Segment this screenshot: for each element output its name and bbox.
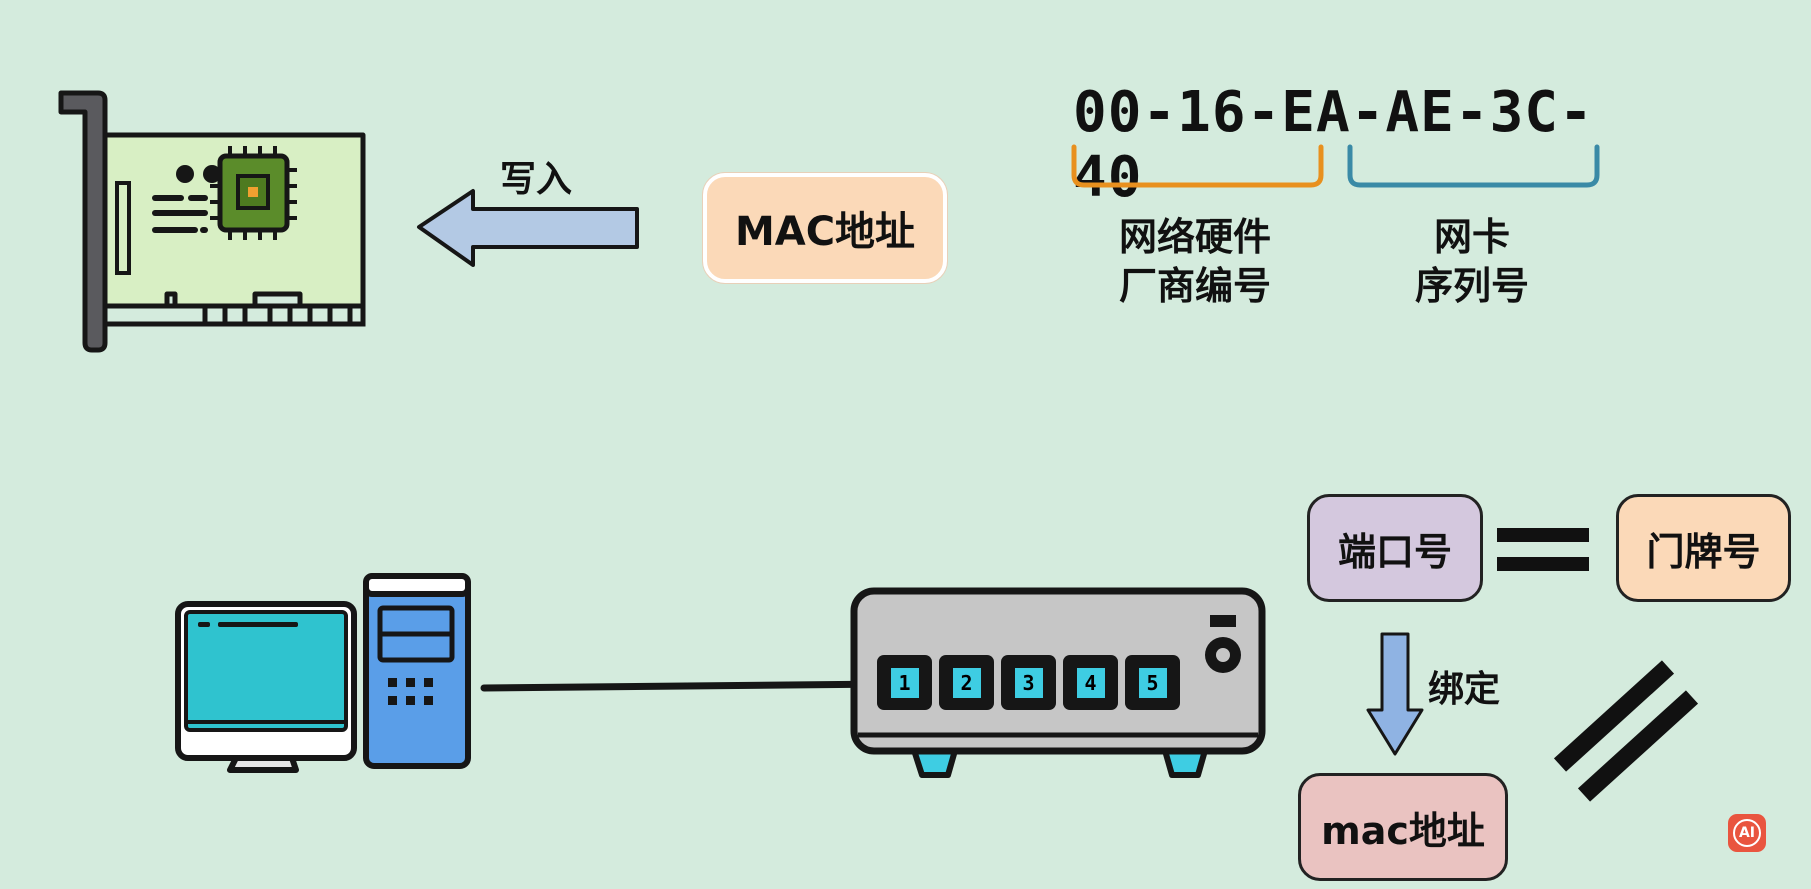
switch-port: 3: [1001, 655, 1056, 710]
switch-port: 2: [939, 655, 994, 710]
port-number-box: 端口号: [1307, 494, 1483, 602]
serial-label-line-2: 序列号: [1414, 264, 1529, 309]
network-switch-icon: [850, 587, 1266, 778]
mac-address-box-label: MAC地址: [734, 209, 916, 255]
network-cable: [480, 680, 899, 692]
mac-address-box: MAC地址: [703, 173, 947, 283]
switch-port: 1: [877, 655, 932, 710]
switch-port: 4: [1063, 655, 1118, 710]
switch-port-row: 1 2 3 4 5: [877, 655, 1180, 710]
switch-port: 5: [1125, 655, 1180, 710]
port-number-box-label: 端口号: [1337, 529, 1452, 574]
house-number-box: 门牌号: [1616, 494, 1791, 602]
equals-bar-top: [1497, 528, 1589, 542]
equals-bar-bottom: [1497, 557, 1589, 571]
switch-port-label: 2: [949, 664, 984, 701]
serial-label-line-1: 网卡: [1433, 215, 1510, 259]
ai-badge-label: AI: [1733, 819, 1761, 847]
bind-label: 绑定: [1428, 669, 1501, 710]
network-card-icon: [58, 90, 366, 353]
vendor-label-line-1: 网络硬件: [1118, 215, 1271, 259]
left-arrow-icon: [417, 189, 639, 267]
mac-address-lower-box-label: mac地址: [1321, 808, 1485, 853]
switch-port-label: 4: [1073, 664, 1108, 701]
write-label: 写入: [500, 159, 573, 200]
switch-port-label: 1: [887, 664, 922, 701]
not-equal-slashes-icon: [1553, 660, 1699, 802]
computer-icon: [175, 573, 471, 773]
switch-port-label: 5: [1135, 664, 1170, 701]
vendor-label: 网络硬件 厂商编号: [1075, 213, 1315, 312]
mac-address-value: 00-16-EA-AE-3C-40: [1073, 80, 1594, 210]
mac-address-lower-box: mac地址: [1298, 773, 1508, 881]
vendor-bracket: [1071, 144, 1324, 188]
equals-sign-icon: [1497, 528, 1589, 572]
serial-bracket: [1347, 144, 1600, 188]
vendor-label-line-2: 厂商编号: [1118, 264, 1271, 309]
serial-label: 网卡 序列号: [1352, 213, 1592, 312]
ai-badge[interactable]: AI: [1728, 814, 1766, 852]
down-arrow-icon: [1366, 632, 1424, 756]
switch-port-label: 3: [1011, 664, 1046, 701]
house-number-box-label: 门牌号: [1646, 529, 1761, 574]
